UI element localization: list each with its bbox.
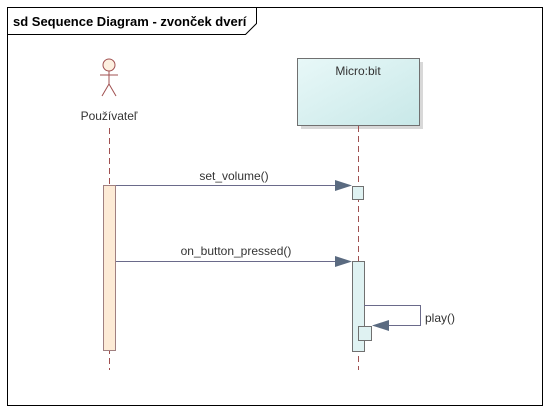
actor-pouzivatel[interactable]: Používateľ <box>81 58 138 123</box>
message-play[interactable]: play() <box>364 305 455 332</box>
object-microbit[interactable]: Micro:bit <box>297 58 424 130</box>
actor-head <box>102 58 116 72</box>
object-box <box>297 58 420 126</box>
activation-microbit-set-volume <box>352 186 364 200</box>
activation-pouzivatel <box>103 185 116 351</box>
actor-leg-left <box>101 83 110 97</box>
actor-leg-right <box>108 83 117 97</box>
arrowhead <box>372 320 389 331</box>
frame-title: sd Sequence Diagram - zvonček dverí <box>13 14 247 29</box>
message-set-volume[interactable]: set_volume() <box>116 169 352 191</box>
message-line <box>364 305 421 326</box>
diagram-frame <box>7 7 543 406</box>
arrowhead <box>335 180 352 191</box>
object-label: Micro:bit <box>335 64 381 78</box>
activation-microbit-play <box>358 326 372 341</box>
message-label: play() <box>425 311 455 325</box>
arrowhead <box>335 256 352 267</box>
frame-title-tab <box>7 7 257 35</box>
message-label: set_volume() <box>199 169 268 183</box>
message-label: on_button_pressed() <box>181 244 292 258</box>
message-on-button-pressed[interactable]: on_button_pressed() <box>116 244 352 267</box>
actor-label: Používateľ <box>81 109 138 123</box>
